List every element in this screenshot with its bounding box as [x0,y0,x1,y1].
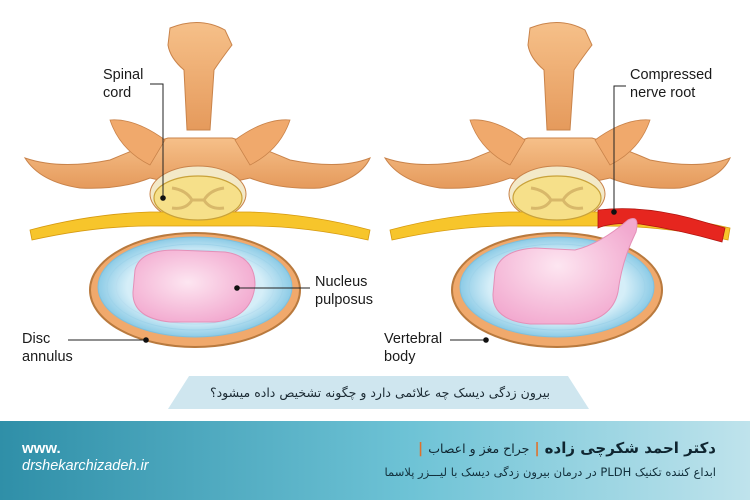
label-spinal-cord: Spinal cord [103,67,166,201]
nerve-band [29,211,371,241]
vertebral-arch [23,137,371,189]
spinal-cord [153,175,243,221]
label-disc-line1: Disc [22,331,50,347]
herniated-nucleus [492,218,638,325]
label-disc-line2: annulus [22,349,73,365]
separator-bar: | [534,441,540,457]
herniated-vertebra [383,22,731,348]
question-banner [168,376,589,409]
label-compressed-line2: nerve root [630,85,695,101]
label-spinal-cord-line2: cord [103,85,131,101]
separator-bar-end: | [418,441,424,457]
spinous-process [167,22,233,131]
footer-bar [0,421,750,500]
label-vertebral-line1: Vertebral [384,331,442,347]
doctor-title: جراح مغز و اعصاب [428,441,530,456]
label-disc-annulus: Disc annulus [22,331,149,365]
doctor-line: دکتر احمد شکرچی زاده | جراح مغز و اعصاب … [418,438,716,457]
label-compressed-line1: Compressed [630,67,712,83]
label-nucleus-pulposus: Nucleus pulposus [234,274,373,308]
label-vertebral-body: Vertebral body [384,331,489,365]
label-compressed-nerve-root: Compressed nerve root [611,67,712,215]
label-vertebral-line2: body [384,349,416,365]
label-nucleus-line2: pulposus [315,292,373,308]
question-text: بیرون زدگی دیسک چه علائمی دارد و چگونه ت… [209,385,551,400]
doctor-name: دکتر احمد شکرچی زاده [544,439,716,457]
nucleus-pulposus [132,249,256,323]
label-nucleus-line1: Nucleus [315,274,367,290]
normal-vertebra [23,22,371,348]
site-domain[interactable]: drshekarchizadeh.ir [22,458,149,474]
site-www[interactable]: www. [22,440,61,457]
label-spinal-cord-line1: Spinal [103,67,143,83]
compressed-nerve-root [597,208,726,243]
tagline: ابداع کننده تکنیک PLDH در درمان بیرون زد… [384,465,716,479]
